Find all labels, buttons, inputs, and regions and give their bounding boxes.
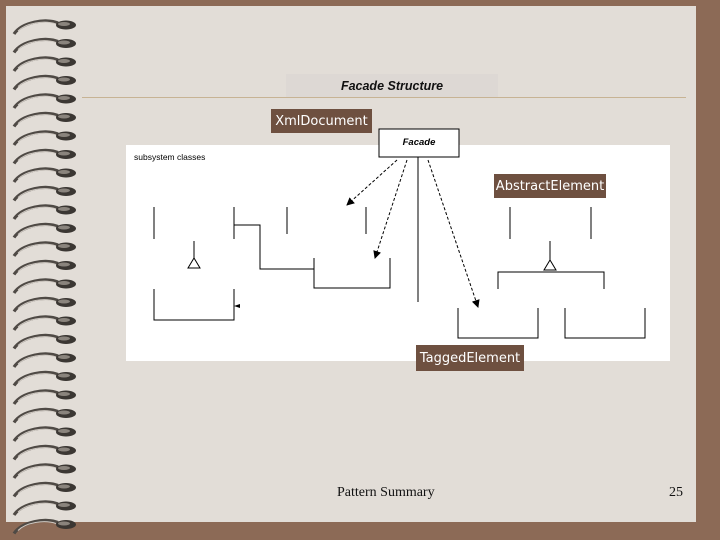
class-outline-bottom-left: [154, 289, 234, 320]
facade-arrow-1: [347, 160, 397, 205]
callout-xml-document: XmlDocument: [271, 109, 372, 133]
inheritance-triangle-left: [188, 258, 200, 268]
page-number: 25: [669, 485, 683, 501]
callout-abstract-element: AbstractElement: [494, 174, 606, 198]
callout-tagged-element: TaggedElement: [416, 345, 524, 371]
inheritance-triangle-right: [544, 260, 556, 270]
class-outline-top-left: [154, 207, 234, 239]
inheritance-bar-right: [498, 272, 604, 289]
facade-arrow-2: [375, 160, 407, 258]
class-outline-bottom-right-1: [458, 308, 538, 338]
class-outline-bottom-right-2: [565, 308, 645, 338]
facade-arrow-4: [428, 160, 478, 307]
subsystem-label: subsystem classes: [134, 152, 205, 162]
facade-box-label: Facade: [403, 137, 436, 148]
class-outline-middle: [314, 258, 390, 288]
association-connector: [234, 225, 314, 269]
association-arrow-left: [234, 304, 240, 308]
footer-label: Pattern Summary: [337, 485, 435, 501]
